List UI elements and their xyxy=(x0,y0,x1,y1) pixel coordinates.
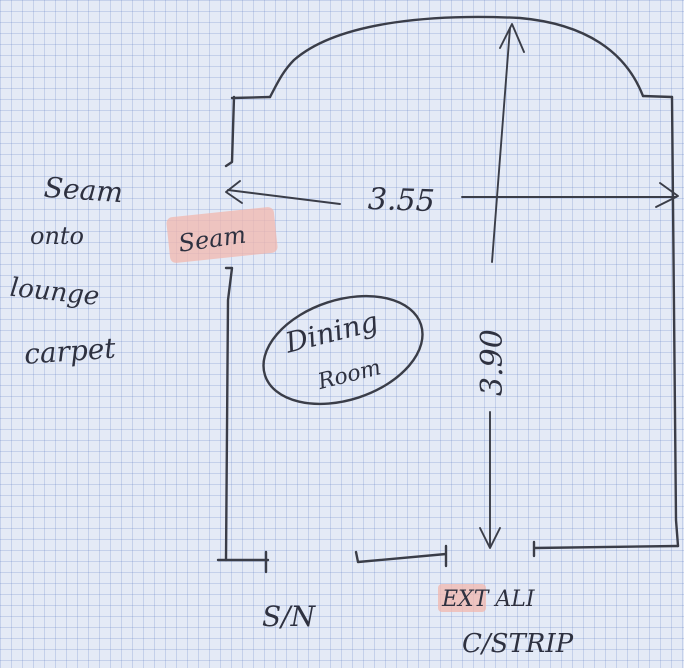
width-arrowhead-right xyxy=(655,182,679,208)
room-name-ellipse xyxy=(262,294,424,406)
seam-note-line2: onto xyxy=(30,222,84,250)
width-dimension-line-left xyxy=(227,189,341,205)
length-dimension-label: 3.90 xyxy=(475,329,510,396)
width-arrowhead-left xyxy=(225,180,243,204)
wall-left-lower xyxy=(224,266,234,562)
seam-note-line3: lounge xyxy=(9,273,101,312)
wall-bottom-right xyxy=(532,540,680,558)
wall-right xyxy=(670,95,680,548)
bottom-right-label-line1: EXT ALI xyxy=(441,587,536,612)
door-threshold-ticks xyxy=(354,544,448,568)
width-dimension-label: 3.55 xyxy=(367,182,435,219)
length-dimension-line-top xyxy=(491,27,511,263)
bay-window-arc xyxy=(268,15,645,99)
seam-note-line1: Seam xyxy=(43,171,124,209)
ext-ali-highlight xyxy=(438,584,486,612)
wall-top-left xyxy=(224,95,272,168)
wall-top-right xyxy=(641,94,674,99)
bottom-left-label: S/N xyxy=(262,600,317,633)
seam-note-line4: carpet xyxy=(23,332,117,371)
room-name-line1: Dining xyxy=(281,305,382,360)
bottom-right-label-line2: C/STRIP xyxy=(462,629,574,659)
length-arrowhead-bottom xyxy=(479,527,501,549)
length-arrowhead-top xyxy=(499,23,525,53)
seam-tag-highlight xyxy=(166,207,278,263)
wall-bottom-left xyxy=(216,550,270,574)
room-name-line2: Room xyxy=(315,355,384,395)
